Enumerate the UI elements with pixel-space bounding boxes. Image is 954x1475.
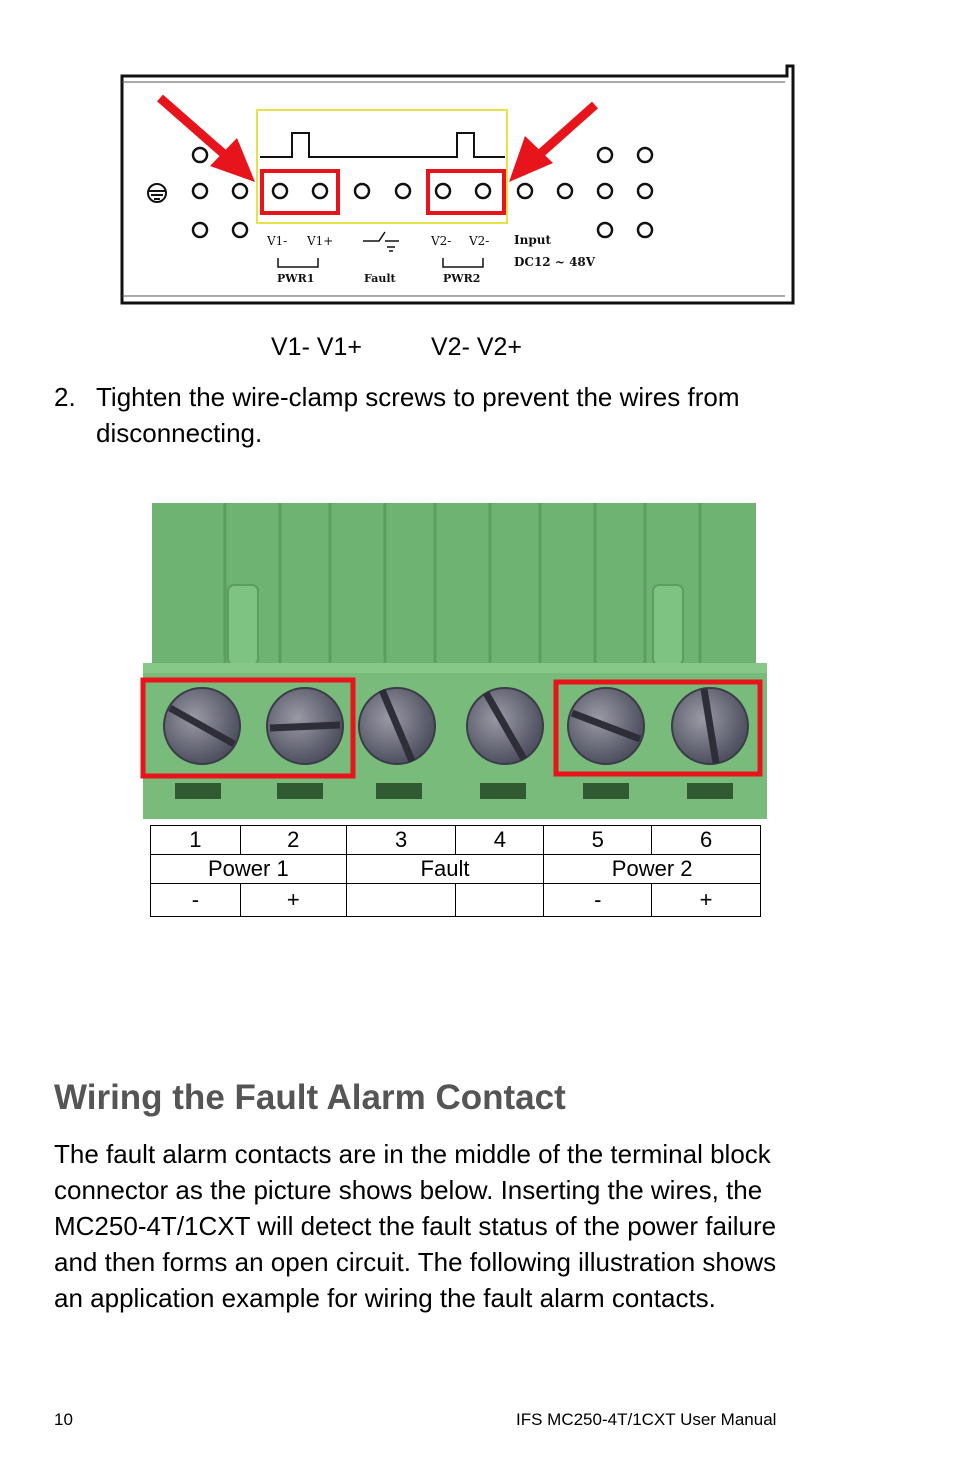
pin-number: 4 <box>455 825 545 855</box>
label-pwr2: PWR2 <box>443 272 480 285</box>
step-line-2: disconnecting. <box>96 418 263 448</box>
ground-icon <box>147 183 167 203</box>
pin-number-row: 1 2 3 4 5 6 <box>150 825 761 855</box>
body-line-4: and then forms an open circuit. The foll… <box>54 1247 777 1277</box>
pin-polarity: - <box>543 883 653 917</box>
label-v2-minus: V2- <box>430 234 451 248</box>
pin-number: 6 <box>651 825 761 855</box>
page-number: 10 <box>54 1410 73 1429</box>
pin-polarity <box>345 883 457 917</box>
caption-v1: V1- V1+ <box>271 333 363 361</box>
pin-polarity: + <box>239 883 347 917</box>
pin-group-row: Power 1 Fault Power 2 <box>150 854 761 884</box>
pin-polarity: - <box>150 883 241 917</box>
label-v1-plus: V1+ <box>306 234 333 248</box>
body-line-5: an application example for wiring the fa… <box>54 1283 716 1313</box>
label-v1-minus: V1- <box>266 234 287 248</box>
pin-group: Fault <box>345 854 545 884</box>
section-title: Wiring the Fault Alarm Contact <box>54 1078 566 1117</box>
label-dc-range: DC12 ~ 48V <box>514 255 596 269</box>
red-arrow-left-icon <box>157 94 255 182</box>
body-line-2: connector as the picture shows below. In… <box>54 1175 763 1205</box>
label-input: Input <box>514 233 551 247</box>
red-arrow-right-icon <box>509 101 598 182</box>
pin-group: Power 1 <box>150 854 347 884</box>
manual-title: IFS MC250-4T/1CXT User Manual <box>516 1410 777 1429</box>
step-line-1: Tighten the wire-clamp screws to prevent… <box>96 382 740 412</box>
body-line-3: MC250-4T/1CXT will detect the fault stat… <box>54 1211 777 1241</box>
pin-number: 2 <box>239 825 347 855</box>
pin-polarity: + <box>651 883 761 917</box>
body-line-1: The fault alarm contacts are in the midd… <box>54 1139 771 1169</box>
pin-group: Power 2 <box>543 854 761 884</box>
label-fault: Fault <box>364 272 397 285</box>
pin-polarity <box>455 883 545 917</box>
device-terminal-figure: V1- V1+ V2- V2- Input DC12 ~ 48V PWR1 Fa… <box>120 64 795 305</box>
pin-table: 1 2 3 4 5 6 Power 1 Fault Power 2 - + - … <box>150 825 761 917</box>
step-number: 2. <box>54 382 76 412</box>
label-pwr1: PWR1 <box>277 272 314 285</box>
pin-number: 3 <box>345 825 457 855</box>
pin-number: 5 <box>543 825 653 855</box>
pin-polarity-row: - + - + <box>150 883 761 917</box>
pin-number: 1 <box>150 825 241 855</box>
terminal-block-figure <box>140 503 767 819</box>
caption-v2: V2- V2+ <box>431 333 523 361</box>
label-v2-minus-2: V2- <box>468 234 489 248</box>
